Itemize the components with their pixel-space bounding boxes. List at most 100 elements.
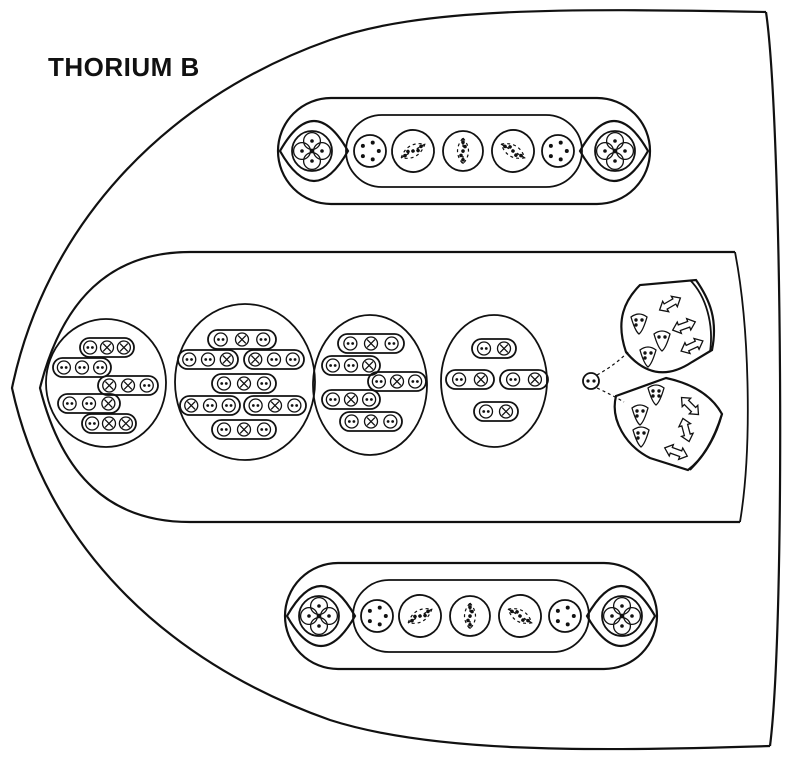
spindle-outline [407,608,433,624]
cross-lines [364,361,374,370]
dot [480,347,484,350]
cross-lines [123,381,133,390]
dot [386,420,390,423]
dot [329,364,332,367]
dot [320,149,324,153]
dot [317,604,321,608]
right-lens [585,585,657,647]
dot [379,380,383,383]
dot-atom [248,398,263,413]
cross-lines [366,417,376,426]
dot [635,409,639,413]
atom-pill [321,389,381,410]
cross-atom [120,378,136,393]
dot [224,428,228,431]
cross-atom [101,416,117,431]
cross-lines [121,419,131,428]
dot [649,351,653,355]
dot [548,143,553,148]
dot [511,149,515,153]
dot-atom [200,352,216,367]
dot [376,149,381,153]
cross-atom [363,336,379,351]
dot [206,404,210,407]
dot [461,158,465,162]
cross-lines [237,335,247,344]
dot [377,622,382,627]
atom-pill [367,371,427,392]
dot [623,149,627,153]
dot [635,414,639,418]
cross-atom [498,404,514,419]
cross-atom [473,372,489,387]
dot [461,149,465,153]
dot [270,358,274,361]
atom-pill [243,349,305,370]
cross-lines [476,375,486,384]
dot-atom [384,336,399,351]
quad-ring [601,595,643,637]
dot [229,404,233,407]
double-arrow [680,396,700,416]
cross-lines [119,343,129,352]
dot [620,624,624,628]
spindle [442,130,484,172]
quad-cell [595,141,615,161]
atom-pill [473,401,519,422]
dot [463,144,467,149]
dot [101,366,104,369]
dot [86,346,90,349]
spindle-outline [456,137,470,165]
dot [220,382,224,385]
dot [264,382,268,385]
dot [482,410,486,413]
atom-pill [177,349,239,370]
double-arrow [671,317,697,335]
dot [403,153,407,158]
dot [651,394,655,398]
dot-atom [285,352,300,367]
quad-ring [298,595,340,637]
quad-cell [309,596,329,616]
spindle-outline [507,608,533,624]
spindle [449,595,491,637]
dot [185,358,189,361]
dot-ring [360,599,394,633]
quad-ring [291,130,333,172]
dot [367,608,372,613]
dot [466,618,470,623]
dot-atom [325,392,341,407]
dot-atom [407,374,423,389]
dot [564,149,569,153]
dot [82,366,86,369]
atom-pill [57,393,121,414]
dot-atom [213,332,228,347]
dot [459,153,463,158]
dot-atom [287,398,302,413]
spindle-outline [463,602,477,630]
dot-atom [221,398,236,413]
dot [210,404,214,407]
lower-funnel-rim [689,413,723,471]
dot [221,338,225,341]
spindle [391,129,435,173]
double-arrow [658,295,682,313]
spindle-cell [449,595,491,637]
oval-1 [45,318,167,448]
dot [643,356,647,360]
dot [468,614,472,618]
cross-lines [250,355,260,364]
dot [327,614,331,618]
dot [641,409,645,413]
dot-atom [343,358,359,373]
dot [468,605,472,610]
dot [634,318,638,322]
dot [657,335,661,339]
dot [555,608,560,613]
dot [259,338,263,341]
central-body-rim [734,251,749,523]
upper-funnel-rim [689,279,712,353]
outer-capsule [283,561,659,671]
drop-cell [631,404,649,426]
dot [406,149,410,154]
